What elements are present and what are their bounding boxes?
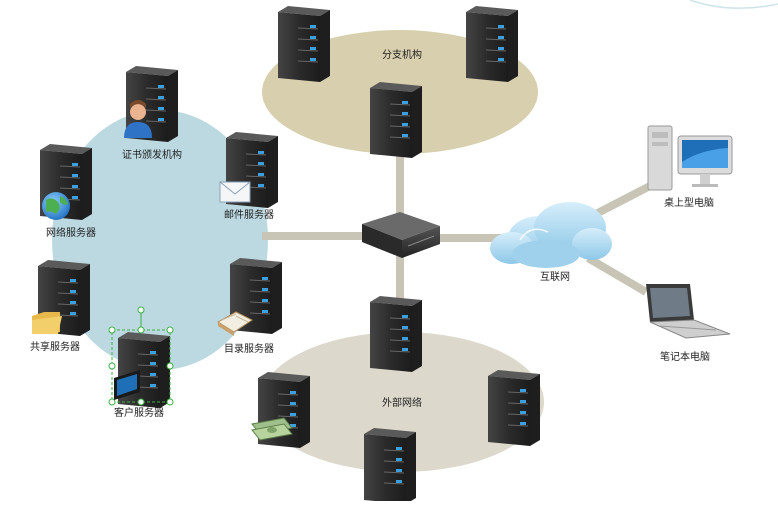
- cloud-icon[interactable]: [490, 202, 612, 268]
- folder-icon: [32, 312, 62, 334]
- server-branch-center[interactable]: [370, 82, 422, 158]
- zone-external-label: 外部网络: [382, 398, 422, 409]
- server-branch-left[interactable]: [278, 6, 330, 82]
- client-server-label: 客户服务器: [114, 408, 164, 419]
- internet-label: 互联网: [540, 272, 570, 283]
- directory-server-label: 目录服务器: [224, 344, 274, 355]
- server-external-right[interactable]: [488, 370, 540, 446]
- server-external-top[interactable]: [370, 296, 422, 372]
- corner-arc: [689, 0, 778, 9]
- selection-box[interactable]: [108, 306, 174, 406]
- desktop-computer-icon[interactable]: [647, 125, 733, 191]
- person-icon: [124, 100, 152, 138]
- cert-authority-label: 证书颁发机构: [122, 150, 182, 161]
- file-share-server-label: 共享服务器: [30, 342, 80, 353]
- desktop-label: 桌上型电脑: [664, 198, 714, 209]
- book-icon: [217, 311, 253, 336]
- router-icon[interactable]: [362, 212, 440, 258]
- mail-server-label: 邮件服务器: [224, 210, 274, 221]
- monitor-icon: [114, 370, 140, 400]
- laptop-icon[interactable]: [646, 284, 731, 339]
- zone-branch-label: 分支机构: [382, 50, 422, 61]
- zone-left-cluster: [52, 110, 268, 370]
- server-client[interactable]: [118, 332, 170, 408]
- globe-icon: [42, 192, 70, 220]
- envelope-icon: [219, 181, 251, 203]
- laptop-label: 笔记本电脑: [660, 352, 710, 363]
- link-laptop: [585, 254, 649, 296]
- server-branch-right[interactable]: [466, 6, 518, 82]
- zone-external: [260, 332, 544, 472]
- money-icon: [251, 417, 293, 441]
- server-external-bottom[interactable]: [364, 428, 416, 504]
- web-server-label: 网络服务器: [46, 228, 96, 239]
